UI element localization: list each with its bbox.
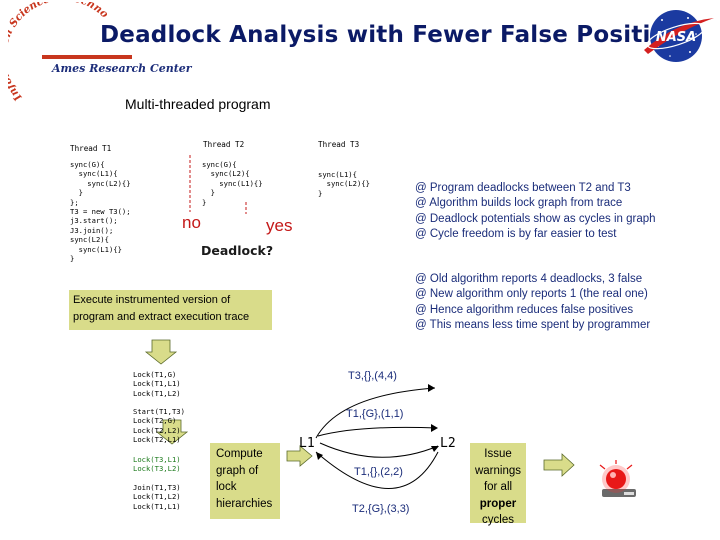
graph-node-l2: L2 [440, 436, 456, 451]
answer-no: no [182, 213, 201, 232]
bullet-item: Hence algorithm reduces false positives [415, 303, 650, 318]
edge-label: T2,{G},(3,3) [352, 503, 410, 515]
thread-t2-code: sync(G){ sync(L2){ sync(L1){} } } [202, 160, 263, 207]
graph-edge-t3 [315, 387, 436, 439]
execute-box: Execute instrumented version of program … [69, 290, 272, 330]
edge-label: T1,{},(2,2) [354, 466, 403, 478]
bullet-item: This means less time spent by programmer [415, 318, 651, 333]
graph-edge-t1 [319, 442, 439, 458]
edge-label: T3,{},(4,4) [348, 370, 397, 382]
thread-t2-label: Thread T2 [203, 140, 245, 149]
information-science-logo: Information Science & Technology [8, 2, 111, 102]
down-arrow-icon [155, 419, 189, 445]
thread-t3-label: Thread T3 [318, 140, 360, 149]
issue-warnings-box: Issue warnings for all proper cycles [470, 443, 526, 526]
trace-group-4: Join(T1,T3)Lock(T1,L2)Lock(T1,L1) [133, 483, 181, 511]
graph-node-l1: L1 [299, 436, 315, 451]
bullet-list-top: Program deadlocks between T2 and T3 Algo… [415, 181, 656, 242]
subtitle: Multi-threaded program [125, 96, 271, 112]
edge-label: T1,{G},(1,1) [346, 408, 404, 420]
graph-edge-t2g [315, 451, 439, 489]
right-arrow-icon [543, 453, 575, 477]
right-arrow-icon [286, 445, 313, 467]
logo-bar [42, 55, 132, 59]
nasa-logo-icon: NASA [644, 10, 714, 62]
ames-research-center: Ames Research Center [52, 62, 192, 75]
trace-group-2: Start(T1,T3)Lock(T2,G)Lock(T2,L2)Lock(T2… [133, 407, 185, 445]
down-arrow-icon [144, 339, 178, 365]
trace-group-3: Lock(T3,L1)Lock(T3,L2) [133, 455, 181, 474]
bullet-item: Deadlock potentials show as cycles in gr… [415, 212, 656, 227]
answer-yes: yes [266, 216, 293, 235]
thread-t1-code: sync(G){ sync(L1){ sync(L2){} } }; T3 = … [70, 160, 131, 264]
thread-t1-label: Thread T1 [70, 144, 112, 153]
bullet-item: Algorithm builds lock graph from trace [415, 196, 656, 211]
bullet-list-bottom: Old algorithm reports 4 deadlocks, 3 fal… [415, 272, 651, 333]
trace-group-1: Lock(T1,G)Lock(T1,L1)Lock(T1,L2) [133, 370, 181, 398]
bullet-item: Cycle freedom is by far easier to test [415, 227, 656, 242]
bullet-item: New algorithm only reports 1 (the real o… [415, 287, 650, 302]
bullet-item: Old algorithm reports 4 deadlocks, 3 fal… [415, 272, 650, 287]
page-title: Deadlock Analysis with Fewer False Posit… [100, 22, 696, 48]
bullet-item: Program deadlocks between T2 and T3 [415, 181, 656, 196]
thread-t3-code: sync(L1){ sync(L2){} } [318, 170, 370, 198]
graph-edge-t1g [317, 426, 438, 437]
deadlock-question: Deadlock? [201, 243, 274, 258]
svg-text:NASA: NASA [656, 30, 696, 45]
alarm-light-icon [599, 460, 636, 497]
